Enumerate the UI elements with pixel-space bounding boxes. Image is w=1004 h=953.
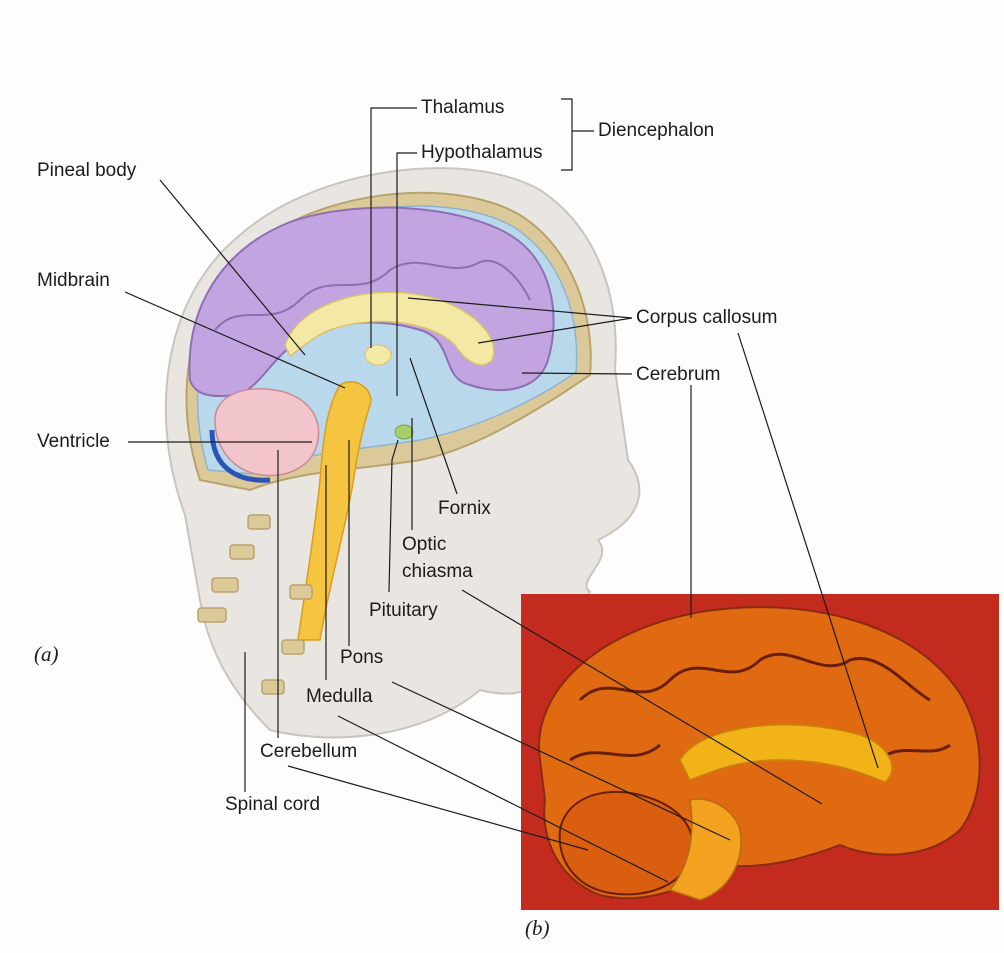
corpus-callosum-leader-2 bbox=[477, 317, 633, 344]
label-pons: Pons bbox=[340, 647, 384, 668]
vertebrae bbox=[197, 514, 313, 695]
label-hypothalamus: Hypothalamus bbox=[421, 142, 543, 163]
label-spinal-cord: Spinal cord bbox=[225, 794, 321, 815]
label-cerebellum: Cerebellum bbox=[260, 741, 358, 762]
label-medulla: Medulla bbox=[306, 686, 373, 707]
label-pituitary: Pituitary bbox=[369, 600, 438, 621]
label-cerebrum: Cerebrum bbox=[636, 364, 721, 385]
label-pineal-body: Pineal body bbox=[37, 160, 137, 181]
pineal-body-leader bbox=[159, 179, 306, 356]
label-ventricle: Ventricle bbox=[37, 431, 110, 452]
midbrain-leader bbox=[124, 291, 346, 389]
corpus-callosum-region bbox=[284, 291, 495, 366]
label-thalamus: Thalamus bbox=[421, 97, 505, 118]
corpus-callosum-leader-3 bbox=[737, 332, 879, 769]
thalamus-leader bbox=[370, 107, 417, 348]
leader-lines bbox=[124, 98, 879, 883]
cerebellum-region bbox=[214, 388, 320, 477]
panel-label-b: (b) bbox=[525, 916, 550, 940]
pituitary-leader bbox=[388, 439, 399, 593]
pons-leader-2 bbox=[391, 681, 731, 841]
cerebellum-leader-2 bbox=[287, 765, 589, 851]
head-illustration bbox=[164, 167, 641, 739]
corpus-callosum-leader-1 bbox=[407, 297, 633, 319]
brainstem-region bbox=[297, 381, 372, 641]
hypothalamus-leader bbox=[396, 152, 417, 396]
thalamus-region bbox=[364, 344, 392, 366]
medulla-leader-2 bbox=[337, 715, 669, 883]
photo-corpus-callosum bbox=[679, 724, 893, 783]
pituitary-region bbox=[394, 424, 414, 440]
diencephalon-bracket bbox=[561, 98, 573, 171]
label-corpus-callosum: Corpus callosum bbox=[636, 307, 778, 328]
fornix-leader bbox=[409, 357, 458, 495]
panel-label-a: (a) bbox=[34, 642, 59, 666]
photo-brainstem bbox=[668, 798, 742, 901]
label-chiasma: chiasma bbox=[402, 561, 473, 582]
brain-photo bbox=[521, 594, 999, 910]
optic-chiasma-leader-2 bbox=[461, 589, 823, 805]
label-midbrain: Midbrain bbox=[37, 270, 110, 291]
label-diencephalon: Diencephalon bbox=[598, 120, 715, 141]
cerebrum-gyri bbox=[214, 259, 531, 331]
cerebrum-leader-1 bbox=[521, 372, 633, 375]
label-fornix: Fornix bbox=[438, 498, 491, 519]
label-optic: Optic bbox=[402, 534, 447, 555]
